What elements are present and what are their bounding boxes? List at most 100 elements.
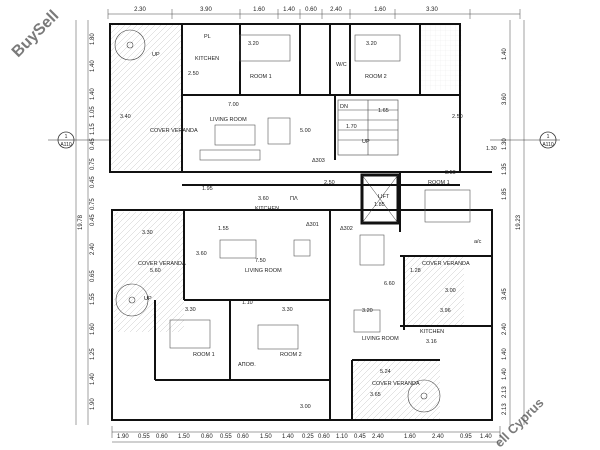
dim-label: 2.50 [452,114,463,120]
room-label: ROOM 2 [280,352,302,358]
bottom-dim: 1.40 [282,434,294,440]
top-dim: 1.60 [253,7,265,13]
right-dim: 1.30 [502,138,508,150]
annotations: PL ΠΛ W/C DN UP UP UP Δ303 Δ301 Δ302 ΑΠΟ… [144,34,497,410]
dn-label: DN [340,104,348,110]
room-label: ROOM 2 [365,74,387,80]
wc-label: W/C [336,62,347,68]
section-ref: A110 [60,142,72,148]
left-dim: 0.75 [90,158,96,170]
room-dim: 3.60 [258,196,269,202]
room-label: COVER VERANDA [422,261,470,267]
ac-label: a/c [474,239,482,245]
left-dimension-chain [75,20,89,425]
room-dim: 3.50 [445,170,456,176]
bottom-dim: 1.50 [260,434,272,440]
room-label: LIVING ROOM [362,336,399,342]
dim-label: 5.00 [300,128,311,134]
left-dim: 1.15 [90,123,96,135]
level-tag: Δ301 [306,222,319,228]
left-dim: 0.45 [90,214,96,226]
veranda-area [110,25,182,170]
dim-label: 2.50 [324,180,335,186]
up-label: UP [144,296,152,302]
bottom-dim: 0.60 [201,434,213,440]
right-dim: 19.23 [516,214,522,230]
dim-label: 1.65 [378,108,389,114]
lift-cross [361,174,399,224]
left-dim: 1.60 [90,323,96,335]
pl-label: ΠΛ [290,196,298,202]
right-dim: 2.13 [502,403,508,415]
dim-label: 1.70 [346,124,357,130]
room-label: COVER VERANDA [372,381,420,387]
right-dim: 3.45 [502,288,508,300]
central-stair [337,99,399,156]
right-dim: 3.60 [502,93,508,105]
dim-label: 3.60 [196,251,207,257]
room-label: COVER VERANDA [138,261,186,267]
bottom-dim: 0.45 [354,434,366,440]
room-dim: 3.20 [248,41,259,47]
top-dim: 2.40 [330,7,342,13]
room-label: KITCHEN [420,329,444,335]
walls [109,23,493,421]
left-dim: 1.40 [90,373,96,385]
level-tag: Δ302 [340,226,353,232]
room-dim: 3.30 [142,230,153,236]
bottom-dim: 0.60 [156,434,168,440]
right-dim: 2.40 [502,323,508,335]
left-dim: 1.90 [90,398,96,410]
bottom-dim: 0.60 [318,434,330,440]
bottom-dim: 0.95 [460,434,472,440]
dim-label: 1.55 [218,226,229,232]
room-label: LIFT [378,194,390,200]
veranda-area [352,360,440,420]
left-dim: 0.75 [90,198,96,210]
right-dimension-chain [509,20,525,425]
room-dim: 3.30 [185,307,196,313]
room-label: ROOM 1 [428,180,450,186]
room-dim: 3.40 [120,114,131,120]
room-dim: 3.20 [366,41,377,47]
room-label: KITCHEN [255,206,279,212]
dim-label: 1.30 [486,146,497,152]
section-marker-left: 1 A110 [48,131,110,149]
left-dim: 1.40 [90,88,96,100]
room-label: LIVING ROOM [245,268,282,274]
left-dim: 0.45 [90,176,96,188]
section-marker-right: 1 A110 [490,131,560,149]
top-dim: 2.30 [134,7,146,13]
room-dim: 3.20 [362,308,373,314]
veranda-area [404,256,464,326]
level-tag: Δ303 [312,158,325,164]
dim-label: 5.60 [150,268,161,274]
right-dim: 1.40 [502,368,508,380]
right-dim: 2.13 [502,386,508,398]
room-dim: 7.50 [255,258,266,264]
section-ref: A110 [542,142,554,148]
spiral-stair [114,29,441,413]
bottom-dim: 1.60 [404,434,416,440]
room-dim: 3.00 [445,288,456,294]
bottom-dim: 1.90 [117,434,129,440]
up-label: UP [362,139,370,145]
left-dim: 2.40 [90,243,96,255]
left-dim: 19.78 [78,214,84,230]
top-dimension-labels: 2.30 3.90 1.60 1.40 0.60 2.40 1.60 3.30 [134,7,438,13]
dim-label: 1.95 [202,186,213,192]
bottom-dimension-labels: 1.90 0.55 0.60 1.50 0.60 0.55 0.60 1.50 … [117,434,492,440]
room-label: LIVING ROOM [210,117,247,123]
left-dim: 0.45 [90,138,96,150]
left-dim: 1.40 [90,60,96,72]
left-dim: 1.55 [90,293,96,305]
room-dim: 7.00 [228,102,239,108]
room-labels: KITCHEN 2.50 ROOM 1 3.20 ROOM 2 3.20 COV… [120,41,470,387]
room-label: ROOM 1 [250,74,272,80]
bottom-dim: 0.25 [302,434,314,440]
dim-label: 3.96 [440,308,451,314]
bottom-dim: 0.55 [138,434,150,440]
room-label: KITCHEN [195,56,219,62]
right-dim: 1.40 [502,348,508,360]
